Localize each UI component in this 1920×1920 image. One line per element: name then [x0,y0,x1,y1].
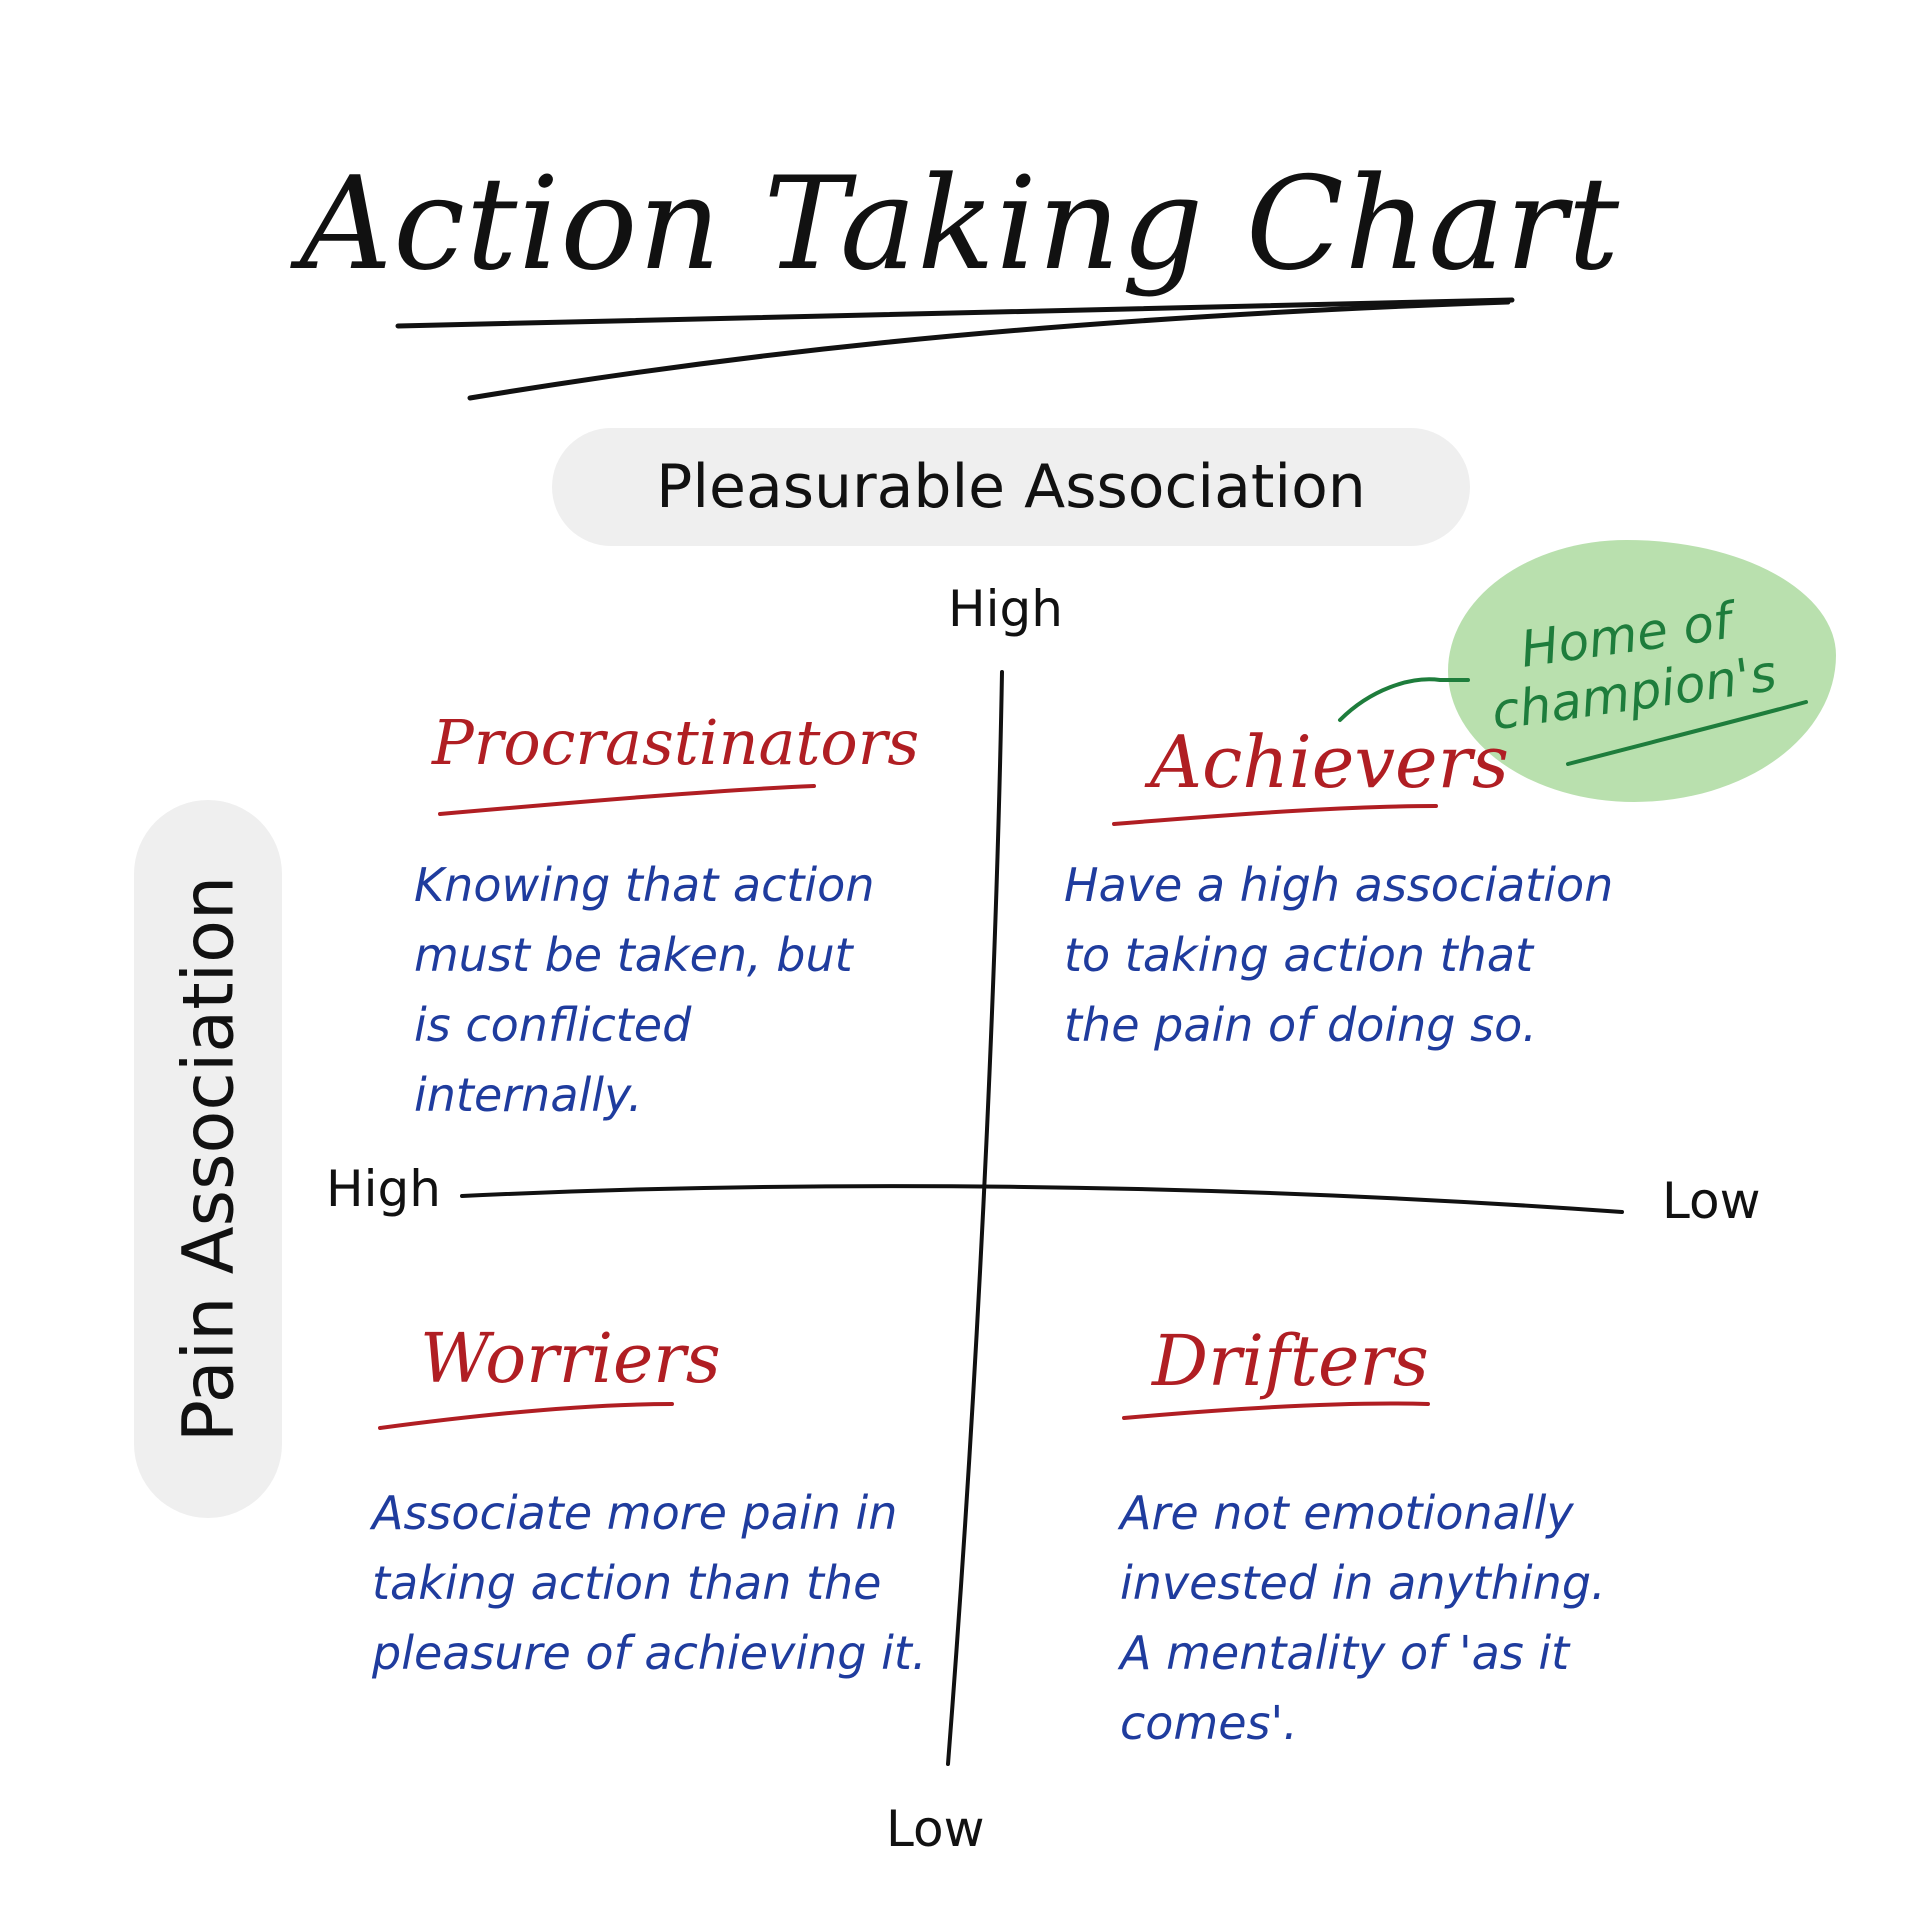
x-axis-label-text: Pleasurable Association [656,452,1366,522]
x-axis-label: Pleasurable Association [552,428,1470,546]
drifters-underline [1122,1401,1430,1420]
quadrant-heading-worriers: Worriers [420,1320,721,1399]
quadrant-description-achievers: Have a high association to taking action… [1064,858,1614,1052]
quadrant-heading-drifters: Drifters [1152,1320,1429,1402]
quadrant-description-drifters: Are not emotionally invested in anything… [1120,1486,1606,1750]
horizontal-axis-line [460,1184,1624,1214]
vertical-axis-line [946,670,1004,1766]
quadrant-heading-achievers: Achievers [1150,720,1509,804]
procrastinators-underline [438,784,816,816]
diagram-title: Action Taking Chart [299,150,1621,299]
bottom-axis-label: Low [886,1800,985,1858]
y-axis-label-pill [134,800,282,1518]
callout-underline [1566,700,1808,766]
quadrant-description-worriers: Associate more pain in taking action tha… [372,1486,927,1680]
x-axis-label-pill [552,428,1470,546]
achievers-underline [1112,804,1438,826]
champions-callout-blob [1448,540,1836,802]
top-axis-label: High [948,580,1063,638]
worriers-underline [378,1402,674,1430]
left-axis-label: High [326,1160,441,1218]
title-underline [467,299,1511,401]
callout-leader-line [1338,677,1470,722]
quadrant-description-procrastinators: Knowing that action must be taken, but i… [414,858,875,1122]
title-underline-short [395,297,1515,329]
quadrant-heading-procrastinators: Procrastinators [432,706,920,779]
right-axis-label: Low [1662,1172,1761,1230]
